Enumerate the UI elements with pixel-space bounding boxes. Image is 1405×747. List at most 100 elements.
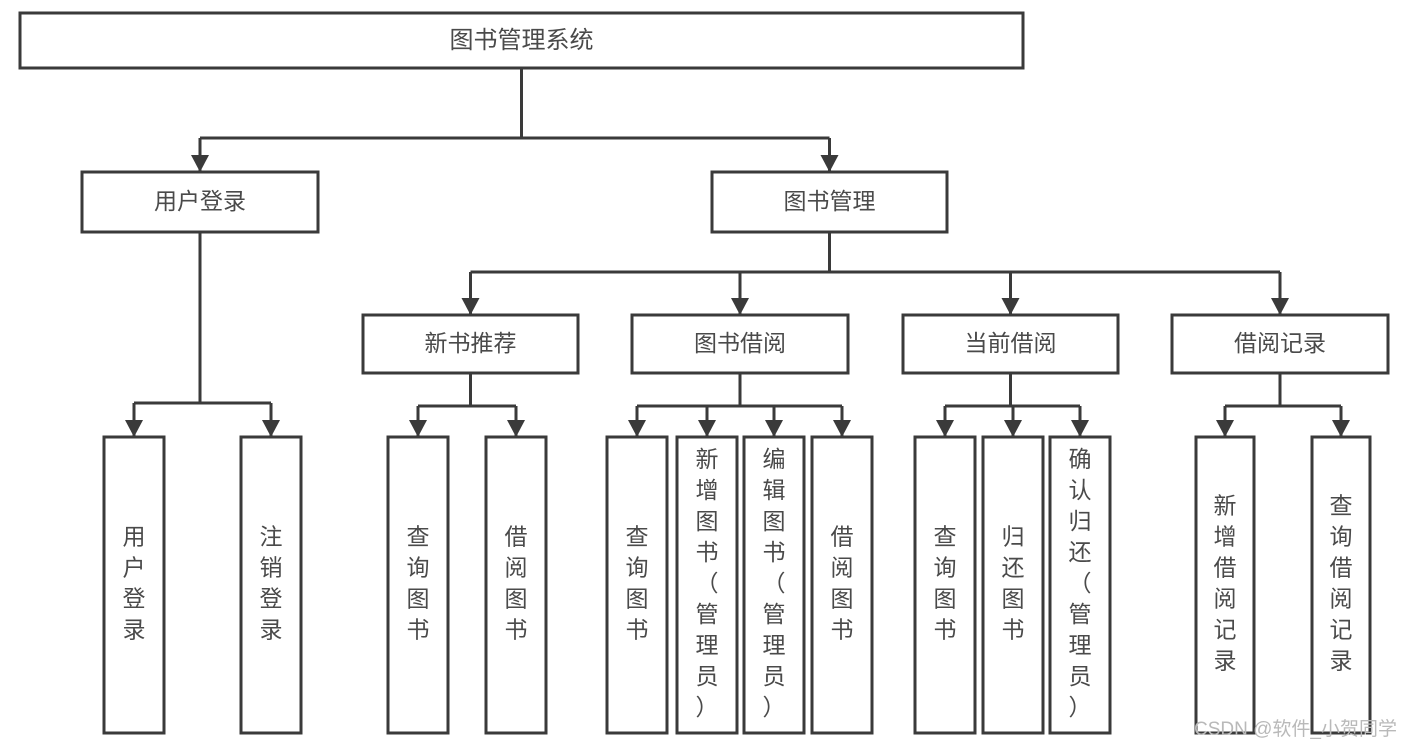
node-layer: 图书管理系统用户登录图书管理新书推荐图书借阅当前借阅借阅记录用户登录注销登录查询… [18, 11, 1390, 735]
node-label-char: 理 [763, 632, 786, 658]
node-label: 图书借阅 [694, 330, 786, 356]
node-box [80, 170, 320, 234]
node-label-char: 辑 [763, 477, 786, 503]
node-label-char: （ [1069, 570, 1092, 596]
arrow-head [191, 155, 209, 172]
node-label-char: 户 [123, 555, 146, 581]
node-label-char: 理 [1069, 632, 1092, 658]
node-label-char: 查 [407, 524, 430, 550]
node-label-char: 录 [123, 617, 146, 643]
node-label-char: 查 [934, 524, 957, 550]
node-label-char: 确 [1069, 446, 1092, 472]
node-label-char: 书 [831, 617, 854, 643]
arrow-head [409, 420, 427, 437]
node-label-char: 图 [505, 586, 528, 612]
node-label-char: （ [696, 570, 719, 596]
node-new-book-recommend[interactable]: 新书推荐 [361, 313, 580, 375]
node-label-char: 新 [1214, 493, 1237, 519]
node-label-char: 记 [1330, 617, 1353, 643]
node-label-char: 书 [696, 539, 719, 565]
node-label-char: 还 [1002, 555, 1025, 581]
node-label-char: 书 [407, 617, 430, 643]
node-box [1048, 435, 1112, 735]
node-current-borrow[interactable]: 当前借阅 [901, 313, 1120, 375]
node-borrow-record[interactable]: 借阅记录 [1170, 313, 1390, 375]
node-label-char: ） [763, 694, 786, 720]
arrow-head [1216, 420, 1234, 437]
arrow-head [1004, 420, 1022, 437]
node-label-char: 借 [1214, 555, 1237, 581]
node-label-char: 增 [696, 477, 719, 503]
node-label-char: 还 [1069, 539, 1092, 565]
node-label-char: 阅 [1330, 586, 1353, 612]
node-box [913, 435, 977, 735]
node-label-char: 员 [1069, 663, 1092, 689]
node-label-char: 借 [1330, 555, 1353, 581]
arrow-head [936, 420, 954, 437]
node-box [675, 435, 739, 735]
node-label-char: 归 [1002, 524, 1025, 550]
watermark-text: CSDN @软件_小贺同学 [1194, 719, 1397, 740]
node-label-char: ） [696, 694, 719, 720]
arrow-head [820, 155, 839, 172]
node-box [901, 313, 1120, 375]
node-book-borrow[interactable]: 图书借阅 [630, 313, 850, 375]
node-label-char: 借 [831, 524, 854, 550]
node-label-char: 录 [260, 617, 283, 643]
node-book-manage[interactable]: 图书管理 [710, 170, 949, 234]
node-label-char: 书 [505, 617, 528, 643]
node-label-char: 阅 [831, 555, 854, 581]
node-box [630, 313, 850, 375]
node-label-char: 注 [260, 524, 283, 550]
arrow-head [1001, 298, 1020, 315]
node-label-char: 询 [407, 555, 430, 581]
arrow-head [628, 420, 646, 437]
node-label: 用户登录 [154, 188, 246, 214]
node-label-char: 询 [934, 555, 957, 581]
node-root[interactable]: 图书管理系统 [18, 11, 1025, 70]
arrow-head [461, 298, 480, 315]
node-box [239, 435, 303, 735]
node-label-char: 图 [831, 586, 854, 612]
node-label-char: 询 [626, 555, 649, 581]
edge-layer [125, 68, 1350, 437]
node-label-char: 管 [696, 601, 719, 627]
node-label-char: 认 [1069, 477, 1092, 503]
arrow-head [1332, 420, 1350, 437]
node-label-char: 图 [696, 508, 719, 534]
node-box [386, 435, 450, 735]
node-label-char: 查 [626, 524, 649, 550]
node-label-char: 归 [1069, 508, 1092, 534]
node-leaf-user-login[interactable]: 用户登录 [102, 435, 166, 735]
node-label-char: 阅 [1214, 586, 1237, 612]
node-label-char: 查 [1330, 493, 1353, 519]
node-label-char: 理 [696, 632, 719, 658]
arrow-head [698, 420, 716, 437]
node-box [810, 435, 874, 735]
node-label-char: 图 [407, 586, 430, 612]
node-box [1170, 313, 1390, 375]
node-label-char: 阅 [505, 555, 528, 581]
node-label-char: 录 [1330, 648, 1353, 674]
node-label-char: 销 [260, 555, 283, 581]
node-label-char: 书 [763, 539, 786, 565]
node-box [1194, 435, 1256, 735]
node-user-login[interactable]: 用户登录 [80, 170, 320, 234]
node-box [361, 313, 580, 375]
node-label-char: 图 [626, 586, 649, 612]
arrow-head [262, 420, 280, 437]
